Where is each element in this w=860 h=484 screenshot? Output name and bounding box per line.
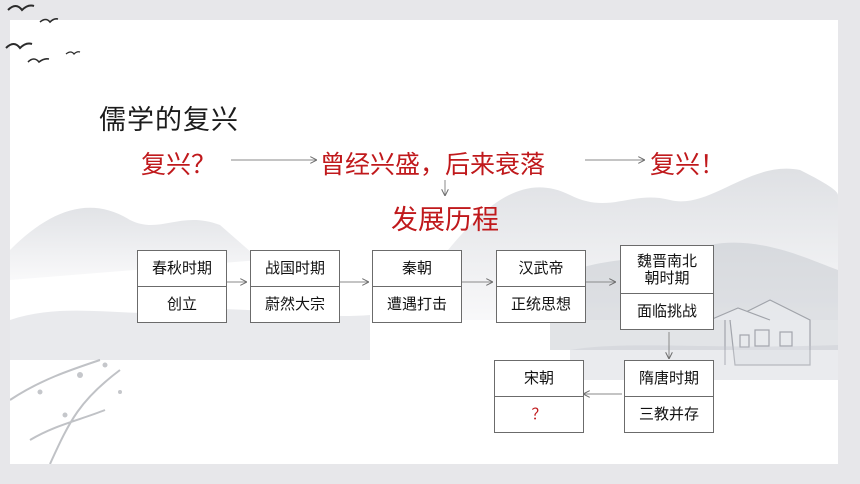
flying-birds: [5, 4, 81, 64]
stage-box-han-wudi: 汉武帝 正统思想: [496, 250, 586, 323]
stage-box-song: 宋朝 ？: [494, 360, 584, 433]
process-step-revival: 复兴！: [650, 150, 726, 179]
stage-event: 三教并存: [638, 405, 699, 423]
stage-event: 蔚然大宗: [264, 295, 325, 313]
stage-event: 遭遇打击: [386, 295, 447, 313]
stage-period: 魏晋南北朝时期: [621, 246, 713, 294]
stage-event: 创立: [166, 295, 197, 313]
stage-period: 隋唐时期: [625, 361, 713, 397]
slide: 儒学的复兴 复兴？ 曾经兴盛，后来衰落 复兴！ 发展历程 春秋时期 创立 战国时…: [10, 20, 838, 464]
stage-event-unknown: ？: [531, 405, 547, 423]
process-step-rise-and-decline: 曾经兴盛，后来衰落: [320, 150, 546, 179]
stage-period: 春秋时期: [138, 251, 226, 287]
stage-period: 汉武帝: [497, 251, 585, 287]
process-step-revival-question: 复兴？: [141, 150, 217, 179]
stage-box-chunqiu: 春秋时期 创立: [137, 250, 227, 323]
stage-event: 正统思想: [510, 295, 571, 313]
stage-period: 战国时期: [251, 251, 339, 287]
stage-period: 秦朝: [373, 251, 461, 287]
stage-box-qin: 秦朝 遭遇打击: [372, 250, 462, 323]
stage-box-suitang: 隋唐时期 三教并存: [624, 360, 714, 433]
stage-box-zhanguo: 战国时期 蔚然大宗: [250, 250, 340, 323]
process-subtitle: 发展历程: [391, 205, 499, 236]
stage-period: 宋朝: [495, 361, 583, 397]
stage-box-weijin: 魏晋南北朝时期 面临挑战: [620, 245, 714, 330]
stage-event: 面临挑战: [636, 302, 697, 320]
page-title: 儒学的复兴: [99, 105, 239, 136]
